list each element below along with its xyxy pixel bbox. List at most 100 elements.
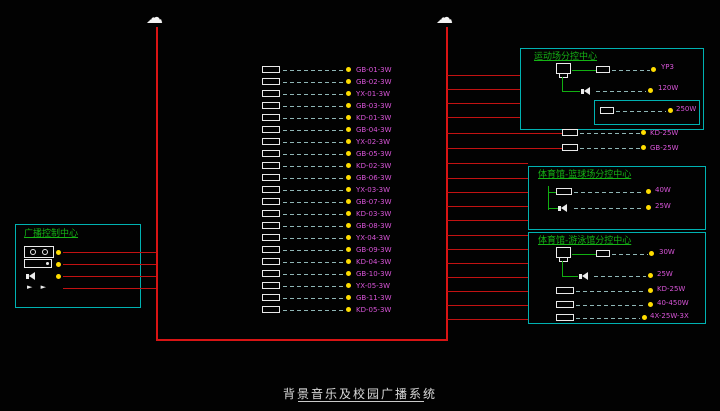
speaker-device-box — [262, 150, 280, 157]
monitor-base-icon — [559, 258, 568, 262]
speaker-device-box — [262, 282, 280, 289]
speaker-device-box — [262, 258, 280, 265]
dashed-wire — [574, 208, 644, 209]
speaker-body-icon — [26, 273, 29, 279]
speaker-device-box — [262, 66, 280, 73]
junction-node — [346, 187, 351, 192]
green-wire — [548, 186, 549, 210]
dashed-wire — [283, 106, 345, 107]
green-wire — [572, 70, 596, 71]
speaker-device-box — [562, 129, 578, 136]
junction-node — [346, 151, 351, 156]
zone-label: GB-10-3W — [356, 270, 392, 278]
zone-label: 4X-25W-3X — [650, 312, 689, 320]
zone-label: KD-04-3W — [356, 258, 392, 266]
speaker-cone-icon — [584, 87, 590, 95]
junction-node — [346, 283, 351, 288]
red-branch-line — [447, 305, 528, 306]
dashed-wire — [616, 111, 666, 112]
sports-field-inner-box — [594, 100, 700, 125]
green-wire — [548, 192, 556, 193]
sports-field-subcenter-box — [520, 48, 704, 130]
dashed-wire — [283, 286, 345, 287]
red-branch-line — [63, 264, 156, 265]
red-branch-line — [447, 117, 520, 118]
speaker-device-box — [262, 162, 280, 169]
dashed-wire — [576, 318, 640, 319]
junction-node — [668, 108, 673, 113]
zone-label: GB-03-3W — [356, 102, 392, 110]
green-wire — [572, 254, 596, 255]
zone-label: 25W — [655, 202, 671, 210]
green-wire — [562, 261, 563, 276]
red-branch-line — [447, 249, 528, 250]
zone-label: GB-05-3W — [356, 150, 392, 158]
zone-label: GB-06-3W — [356, 174, 392, 182]
red-branch-line — [63, 288, 156, 289]
red-branch-line — [447, 148, 562, 149]
zone-label: 30W — [659, 248, 675, 256]
swimming-subcenter-title: 体育馆-游泳馆分控中心 — [538, 236, 632, 246]
red-branch-line — [447, 263, 528, 264]
speaker-device-box — [262, 294, 280, 301]
device-box — [556, 301, 574, 308]
device-box — [596, 250, 610, 257]
dashed-wire — [612, 70, 650, 71]
red-branch-line — [447, 103, 520, 104]
dashed-wire — [594, 276, 646, 277]
speaker-cone-icon — [29, 272, 35, 280]
zone-label: YX-02-3W — [356, 138, 391, 146]
speaker-body-icon — [581, 88, 584, 94]
junction-node — [646, 189, 651, 194]
red-branch-line — [447, 133, 562, 134]
junction-node — [649, 251, 654, 256]
red-branch-line — [447, 235, 528, 236]
computer-icon — [556, 63, 571, 78]
junction-node — [346, 307, 351, 312]
speaker-device-box — [562, 144, 578, 151]
monitor-screen-icon — [556, 247, 571, 258]
red-branch-line — [447, 163, 528, 164]
broadcast-control-center-title: 广播控制中心 — [24, 229, 79, 239]
tape-deck-icon — [24, 246, 54, 258]
zone-label: YX-01-3W — [356, 90, 391, 98]
red-branch-line — [447, 89, 520, 90]
basketball-subcenter-title: 体育馆-篮球场分控中心 — [538, 170, 632, 180]
junction-node — [641, 130, 646, 135]
red-branch-line — [447, 206, 528, 207]
junction-node — [56, 274, 61, 279]
reel-icon — [41, 249, 48, 255]
red-trunk-bottom — [156, 339, 448, 341]
red-branch-line — [447, 277, 528, 278]
zone-label: 250W — [676, 105, 697, 113]
monitor-screen-icon — [556, 63, 571, 74]
junction-node — [56, 250, 61, 255]
speaker-body-icon — [579, 273, 582, 279]
speaker-device-box — [262, 138, 280, 145]
zone-label: YP3 — [661, 63, 674, 71]
dashed-wire — [574, 192, 644, 193]
dashed-wire — [283, 202, 345, 203]
dashed-wire — [283, 118, 345, 119]
red-trunk-right — [446, 27, 448, 341]
speaker-device-box — [262, 90, 280, 97]
speaker-device-box — [262, 114, 280, 121]
junction-node — [346, 199, 351, 204]
dashed-wire — [283, 70, 345, 71]
red-branch-line — [447, 220, 528, 221]
dashed-wire — [612, 254, 648, 255]
speaker-body-icon — [558, 205, 561, 211]
red-branch-line — [447, 291, 528, 292]
zone-label: 25W — [657, 270, 673, 278]
junction-node — [346, 295, 351, 300]
speaker-cone-icon — [582, 272, 588, 280]
dashed-wire — [283, 238, 345, 239]
zone-label: KD-01-3W — [356, 114, 392, 122]
reel-icon — [30, 249, 37, 255]
zone-label: 40W — [655, 186, 671, 194]
junction-node — [346, 115, 351, 120]
mic-arrow-icon: ► ► — [27, 283, 49, 291]
trunk-source-cloud-icon: ☁ — [146, 8, 163, 28]
zone-label: YX-04-3W — [356, 234, 391, 242]
zone-label: YX-05-3W — [356, 282, 391, 290]
